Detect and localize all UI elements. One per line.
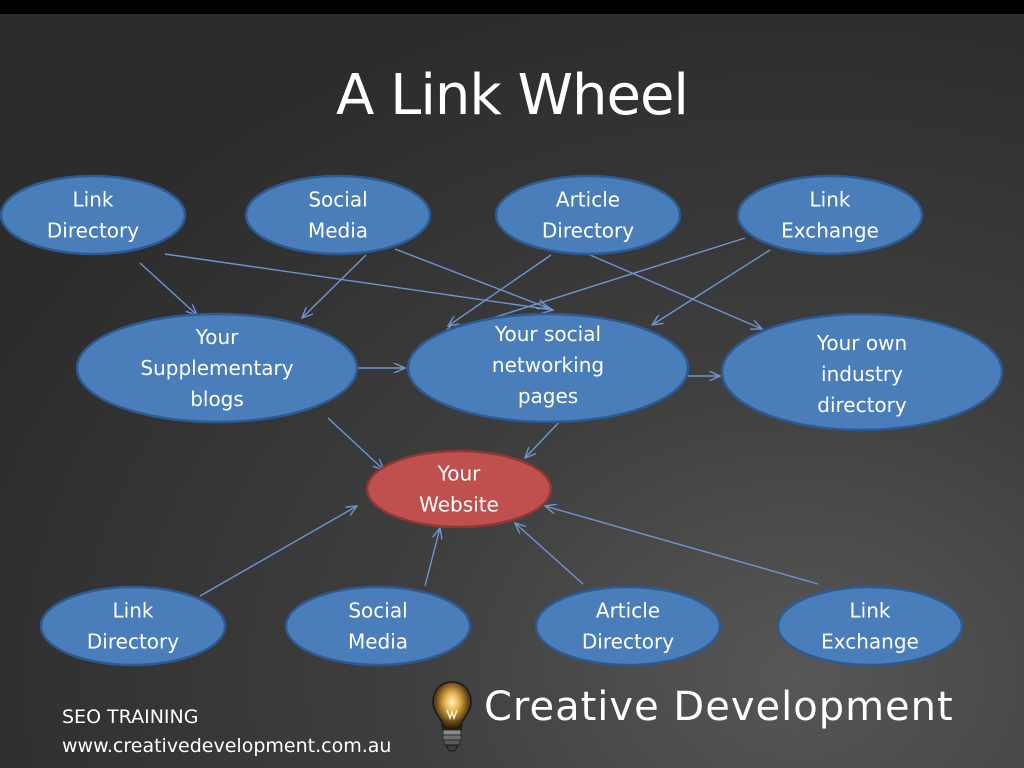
node-label-bottom-article-directory-line-1: Article [596, 599, 660, 623]
node-shape-your-website [365, 449, 553, 529]
node-label-supplementary-blogs-line-3: blogs [190, 387, 244, 411]
edge-bottom-social-media-to-your-website [424, 528, 440, 587]
node-label-bottom-social-media-line-2: Media [348, 630, 408, 654]
edge-top-link-directory-to-supplementary-blogs [139, 262, 197, 315]
node-label-industry-directory-line-3: directory [817, 393, 907, 417]
node-shape-bottom-link-exchange [776, 585, 964, 667]
node-label-social-networking-pages-line-1: Your social [494, 322, 601, 346]
edge-top-link-exchange-to-industry-directory [652, 249, 771, 325]
node-shape-top-link-exchange [736, 174, 924, 256]
node-label-bottom-social-media-line-1: Social [348, 599, 407, 623]
node-label-top-link-directory-line-2: Directory [47, 219, 139, 243]
node-label-top-article-directory-line-2: Directory [542, 219, 634, 243]
node-label-top-link-exchange-line-1: Link [810, 188, 851, 212]
node-label-top-social-media-line-2: Media [308, 219, 368, 243]
edge-top-social-media-to-supplementary-blogs [302, 254, 367, 318]
node-label-top-link-directory-line-1: Link [73, 188, 114, 212]
nodes-layer: LinkDirectorySocialMediaArticleDirectory… [0, 174, 1004, 667]
footer-training-label: SEO TRAINING [62, 706, 199, 728]
node-label-your-website-line-1: Your [437, 462, 481, 486]
edge-supplementary-blogs-to-your-website [327, 417, 384, 470]
node-shape-supplementary-blogs [75, 312, 359, 424]
node-label-bottom-link-exchange-line-1: Link [850, 599, 891, 623]
node-label-industry-directory-line-1: Your own [816, 331, 907, 355]
node-shape-bottom-article-directory [534, 585, 722, 667]
node-shape-top-link-directory [0, 174, 187, 256]
footer-website-url: www.creativedevelopment.com.au [62, 735, 392, 757]
top-bar [0, 0, 1024, 14]
node-shape-bottom-link-directory [39, 585, 227, 667]
edge-social-networking-pages-to-your-website [525, 417, 564, 458]
node-label-your-website-line-2: Website [419, 493, 499, 517]
edges-layer [139, 237, 819, 597]
edge-bottom-link-directory-to-your-website [199, 506, 357, 597]
brand-logo: Creative Development [430, 676, 990, 756]
edge-top-article-directory-to-industry-directory [589, 254, 762, 329]
edge-top-link-directory-to-social-networking-pages [164, 253, 553, 310]
node-label-bottom-link-directory-line-2: Directory [87, 630, 179, 654]
footer-info: SEO TRAINING www.creativedevelopment.com… [62, 703, 391, 761]
node-shape-top-article-directory [494, 174, 682, 256]
brand-name: Creative Development [484, 684, 954, 730]
node-label-supplementary-blogs-line-2: Supplementary [140, 356, 293, 380]
lightbulb-icon [432, 681, 472, 752]
node-label-bottom-link-directory-line-1: Link [113, 599, 154, 623]
node-shape-social-networking-pages [406, 312, 690, 424]
node-label-social-networking-pages-line-3: pages [518, 384, 578, 408]
node-label-top-article-directory-line-1: Article [556, 188, 620, 212]
edge-top-social-media-to-social-networking-pages [394, 248, 548, 308]
node-label-top-link-exchange-line-2: Exchange [781, 219, 879, 243]
edge-bottom-link-exchange-to-your-website [545, 506, 819, 585]
node-label-social-networking-pages-line-2: networking [492, 353, 604, 377]
node-label-industry-directory-line-2: industry [821, 362, 903, 386]
node-label-top-social-media-line-1: Social [308, 188, 367, 212]
node-label-bottom-article-directory-line-2: Directory [582, 630, 674, 654]
node-label-bottom-link-exchange-line-2: Exchange [821, 630, 919, 654]
node-shape-top-social-media [244, 174, 432, 256]
node-label-supplementary-blogs-line-1: Your [195, 325, 239, 349]
edge-bottom-article-directory-to-your-website [515, 523, 584, 585]
node-social-networking-pages: Your social networking pages [406, 312, 690, 424]
node-shape-bottom-social-media [284, 585, 472, 667]
edge-top-article-directory-to-social-networking-pages [448, 254, 552, 326]
node-shape-industry-directory [720, 312, 1004, 432]
node-industry-directory: Your own industry directory [720, 312, 1004, 432]
slide-title: A Link Wheel [336, 63, 689, 128]
